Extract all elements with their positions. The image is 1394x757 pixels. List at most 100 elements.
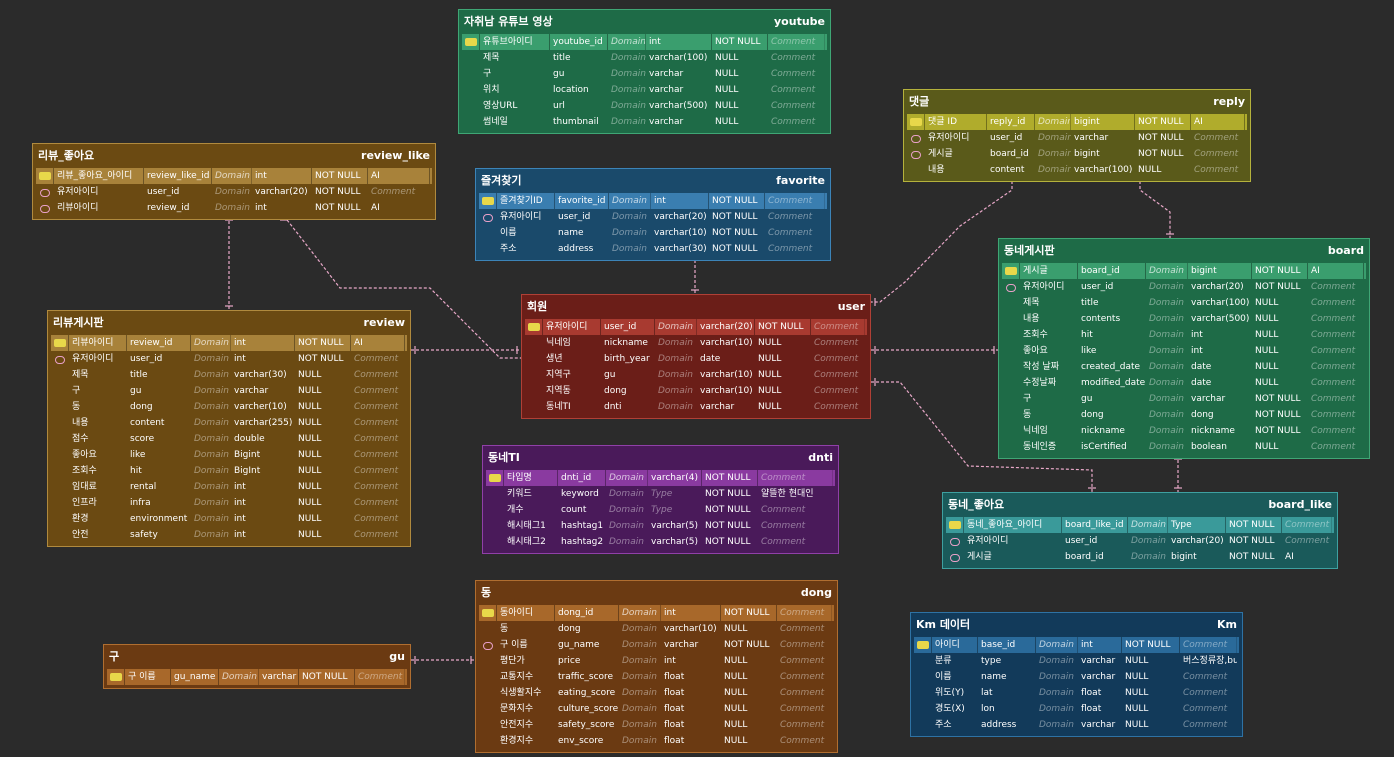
cell-nullability: NOT NULL [1255,426,1301,436]
cell-comment: Comment [771,85,816,95]
cell-nullability: NULL [724,704,748,714]
cell-domain: Domain [194,402,229,412]
